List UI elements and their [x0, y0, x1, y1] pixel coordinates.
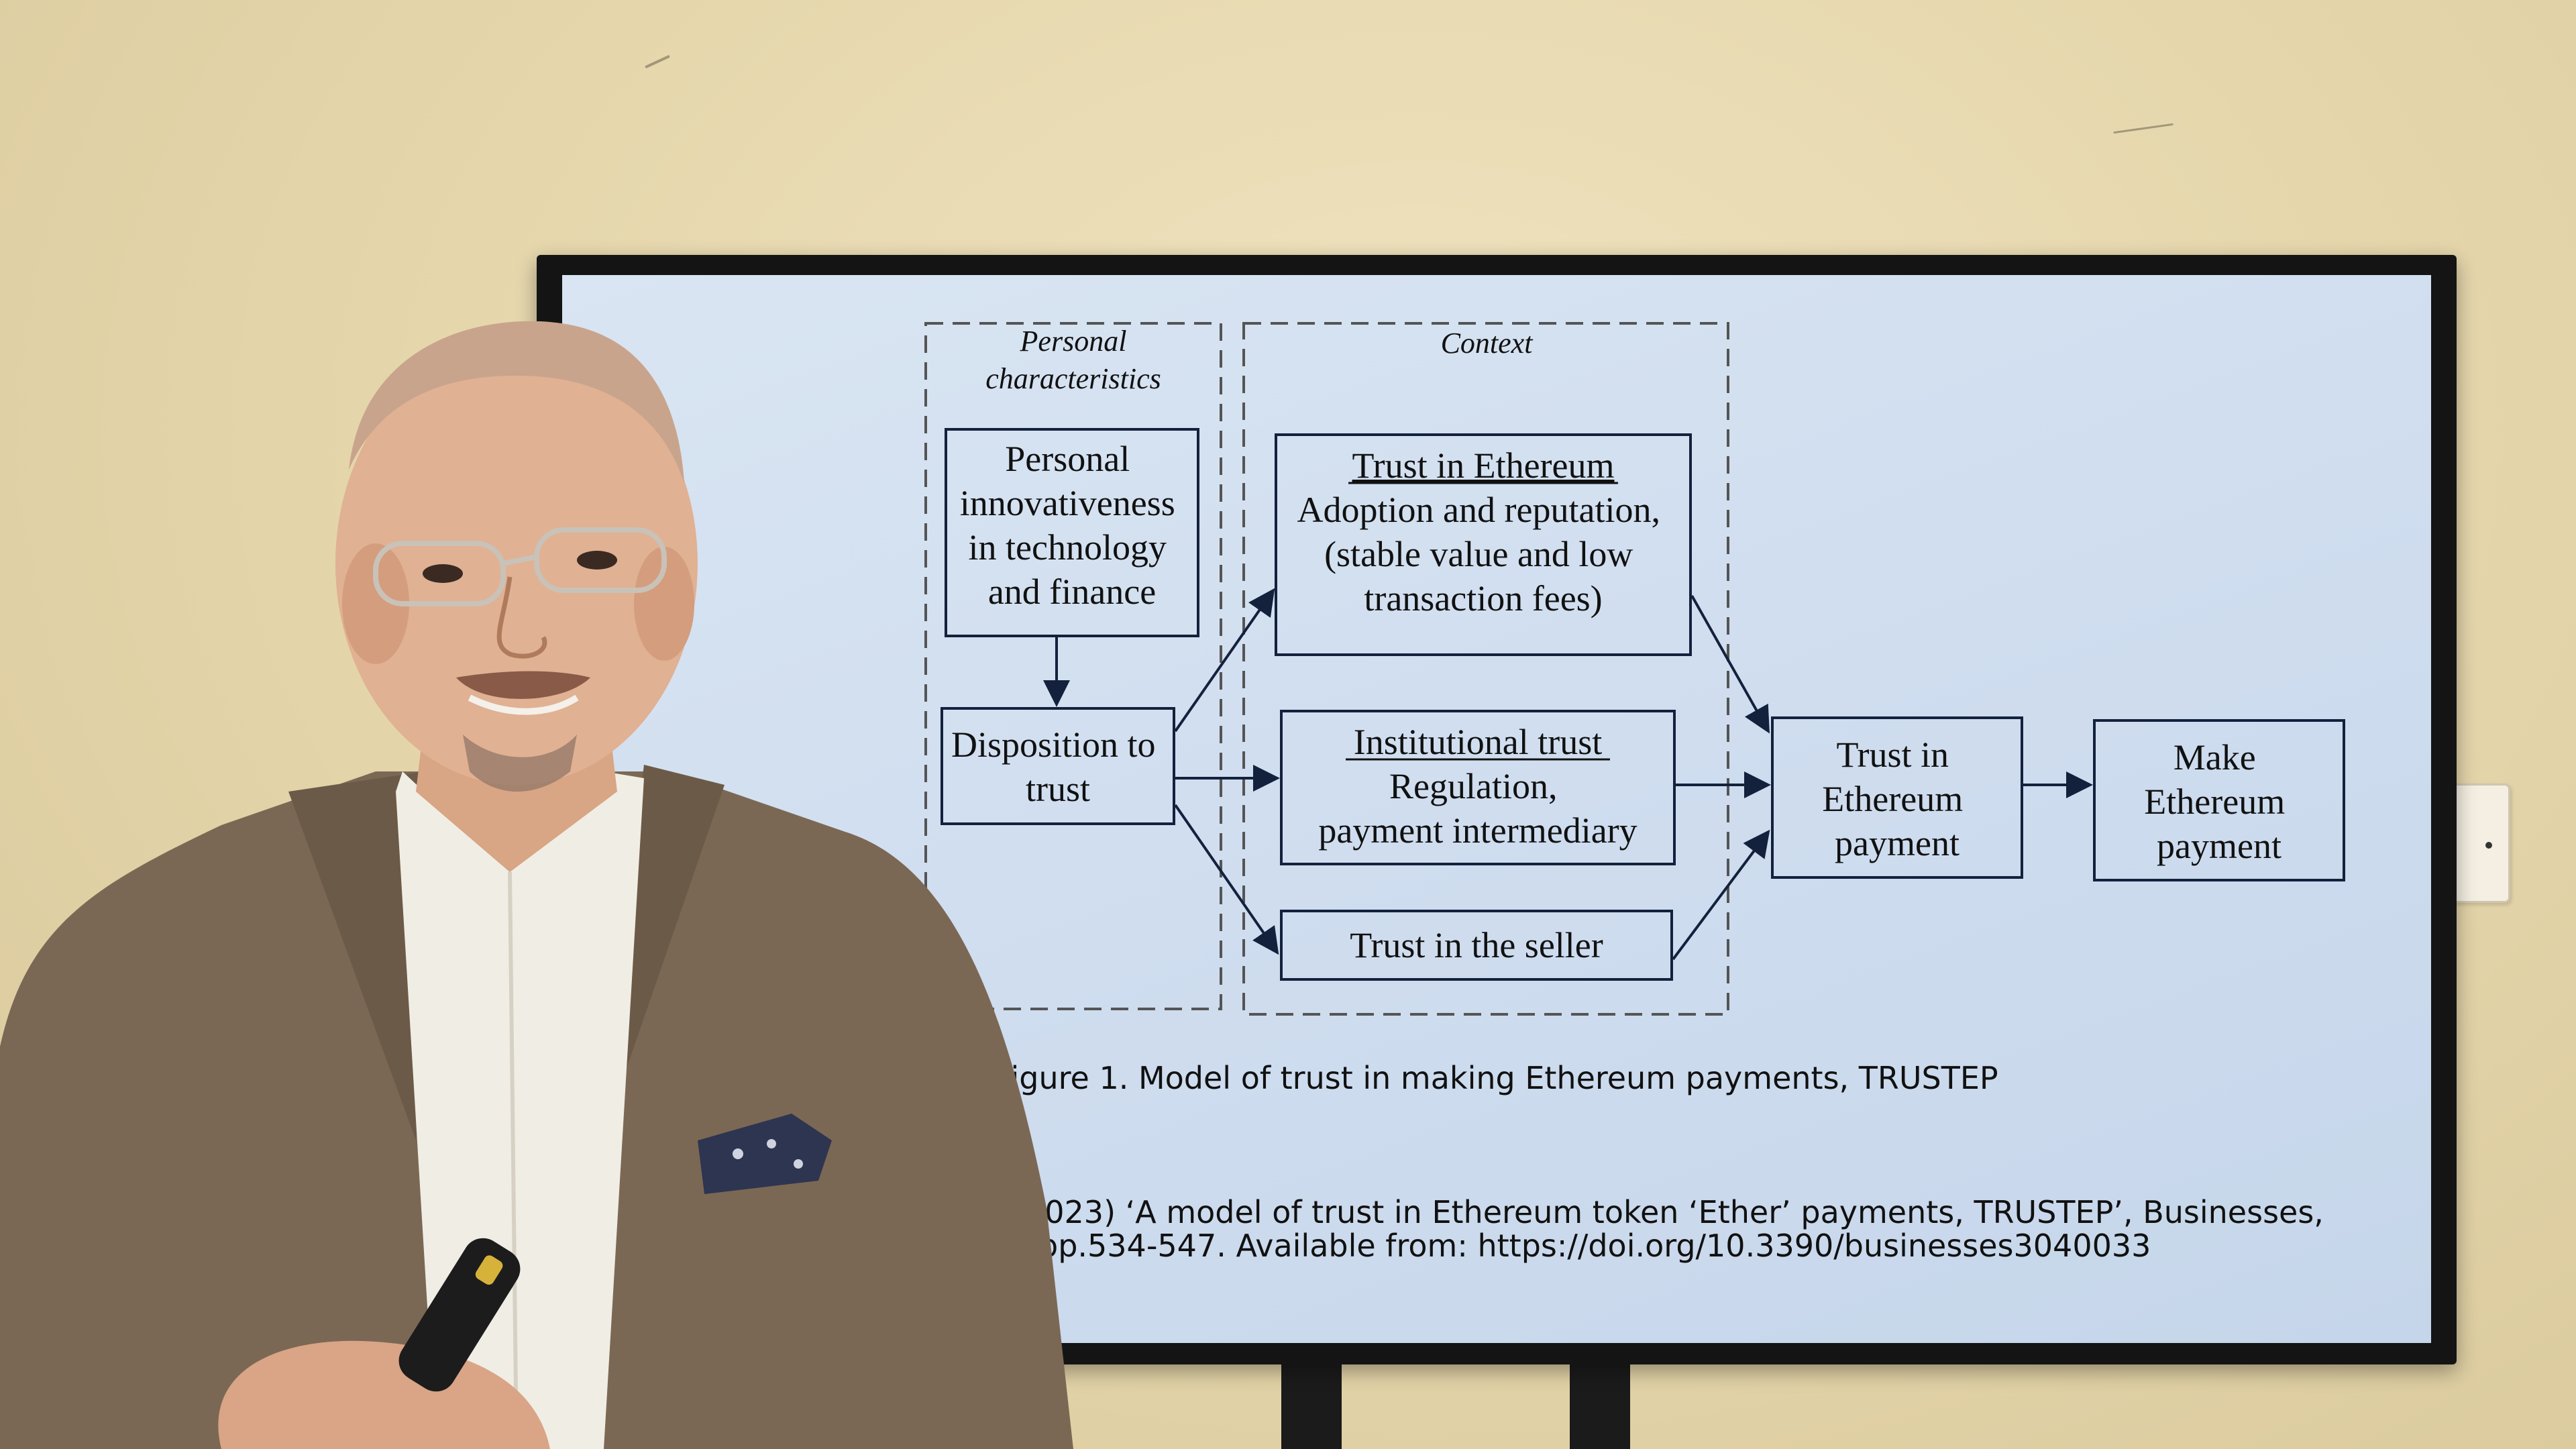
box-trust-in-payment-text: Trust in Ethereum payment — [1822, 735, 1972, 863]
box-trust-in-seller-text: Trust in the seller — [1350, 925, 1603, 965]
group-context — [1242, 322, 1729, 1016]
wall-mark — [2113, 123, 2174, 134]
reference-line-2: pp.534-547. Available from: https://doi.… — [1038, 1228, 2151, 1264]
box-institutional-trust-text: Regulation, payment intermediary — [1318, 766, 1637, 851]
box-trust-in-seller — [1280, 910, 1673, 981]
box-make-payment — [2093, 719, 2345, 881]
reference-line-1: 2023) ‘A model of trust in Ethereum toke… — [1025, 1194, 2324, 1230]
box-disposition-to-trust — [941, 707, 1175, 825]
light-switch — [2447, 784, 2510, 903]
pocket-square — [698, 1114, 832, 1194]
figure-caption: Figure 1. Model of trust in making Ether… — [995, 1060, 1998, 1096]
box-personal-innovativeness — [945, 428, 1199, 637]
box-trust-in-payment — [1771, 716, 2023, 879]
box-institutional-trust — [1280, 710, 1676, 865]
box-trust-in-ethereum-title: Trust in Ethereum — [1352, 445, 1615, 486]
box-trust-in-ethereum-text: Adoption and reputation, (stable value a… — [1297, 490, 1670, 619]
box-make-payment-text: Make Ethereum payment — [2144, 737, 2294, 866]
group-label-context: Context — [1441, 327, 1534, 360]
box-disposition-to-trust-text: Disposition to trust — [951, 724, 1165, 809]
presenter — [0, 321, 1073, 1449]
eyeglasses — [373, 527, 667, 606]
box-personal-innovativeness-text: Personal innovativeness in technology an… — [960, 439, 1184, 612]
box-trust-in-ethereum — [1275, 433, 1692, 656]
diagram-arrows — [1043, 588, 2093, 961]
presenter-hand — [218, 1340, 550, 1449]
group-personal-characteristics — [924, 322, 1222, 1010]
box-institutional-trust-title: Institutional trust — [1354, 722, 1603, 762]
